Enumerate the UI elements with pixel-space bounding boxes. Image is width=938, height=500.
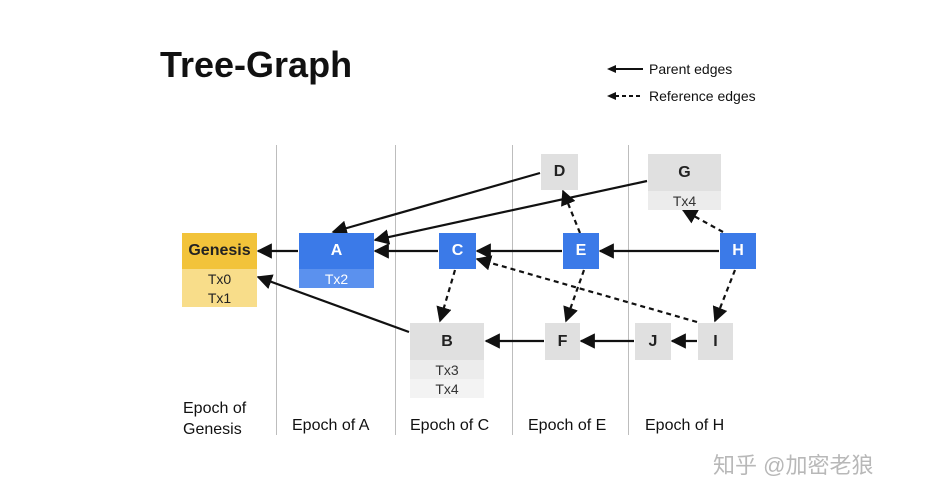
node-genesis: Genesis — [182, 233, 257, 269]
edge-e-f — [563, 269, 586, 323]
node-b-tx3: Tx3 — [410, 360, 484, 379]
edge-b-genesis — [256, 274, 410, 334]
node-j: J — [635, 323, 671, 360]
node-a-tx2: Tx2 — [299, 269, 374, 288]
edge-i-c — [475, 255, 698, 324]
edge-h-g — [681, 209, 724, 233]
node-genesis-tx0: Tx0 — [182, 269, 257, 288]
epoch-label-genesis-line1: Epoch of — [183, 400, 247, 417]
epoch-label-c: Epoch of C — [410, 417, 490, 434]
node-c: C — [439, 233, 476, 269]
node-b: B — [410, 323, 484, 360]
node-d: D — [541, 154, 578, 190]
edge-c-b — [436, 269, 457, 323]
node-b-tx4: Tx4 — [410, 379, 484, 398]
node-g: G — [648, 154, 721, 191]
epoch-label-h: Epoch of H — [645, 417, 725, 434]
node-a: A — [299, 233, 374, 269]
node-i: I — [698, 323, 733, 360]
node-h: H — [720, 233, 756, 269]
epoch-divider-4 — [628, 145, 629, 435]
edge-h-i — [712, 269, 737, 323]
epoch-divider-1 — [276, 145, 277, 435]
node-f: F — [545, 323, 580, 360]
legend-parent-label: Parent edges — [649, 61, 733, 77]
legend-parent-edges: Parent edges — [607, 61, 732, 77]
epoch-divider-2 — [395, 145, 396, 435]
dashed-arrow-icon — [607, 92, 643, 100]
epoch-label-e: Epoch of E — [528, 417, 607, 434]
node-e: E — [563, 233, 599, 269]
diagram-title: Tree-Graph — [160, 44, 353, 85]
edge-g-a — [373, 179, 648, 245]
edge-d-a — [331, 171, 541, 236]
watermark: 知乎 @加密老狼 — [713, 453, 874, 478]
epoch-label-a: Epoch of A — [292, 417, 370, 434]
legend-reference-edges: Reference edges — [607, 88, 756, 104]
legend-reference-label: Reference edges — [649, 88, 756, 104]
edge-e-d — [561, 189, 582, 234]
node-g-tx4: Tx4 — [648, 191, 721, 210]
solid-arrow-icon — [607, 65, 643, 73]
epoch-label-genesis-line2: Genesis — [183, 421, 242, 438]
node-genesis-tx1: Tx1 — [182, 288, 257, 307]
epoch-label-genesis: Epoch of Genesis — [183, 398, 246, 440]
epoch-divider-3 — [512, 145, 513, 435]
